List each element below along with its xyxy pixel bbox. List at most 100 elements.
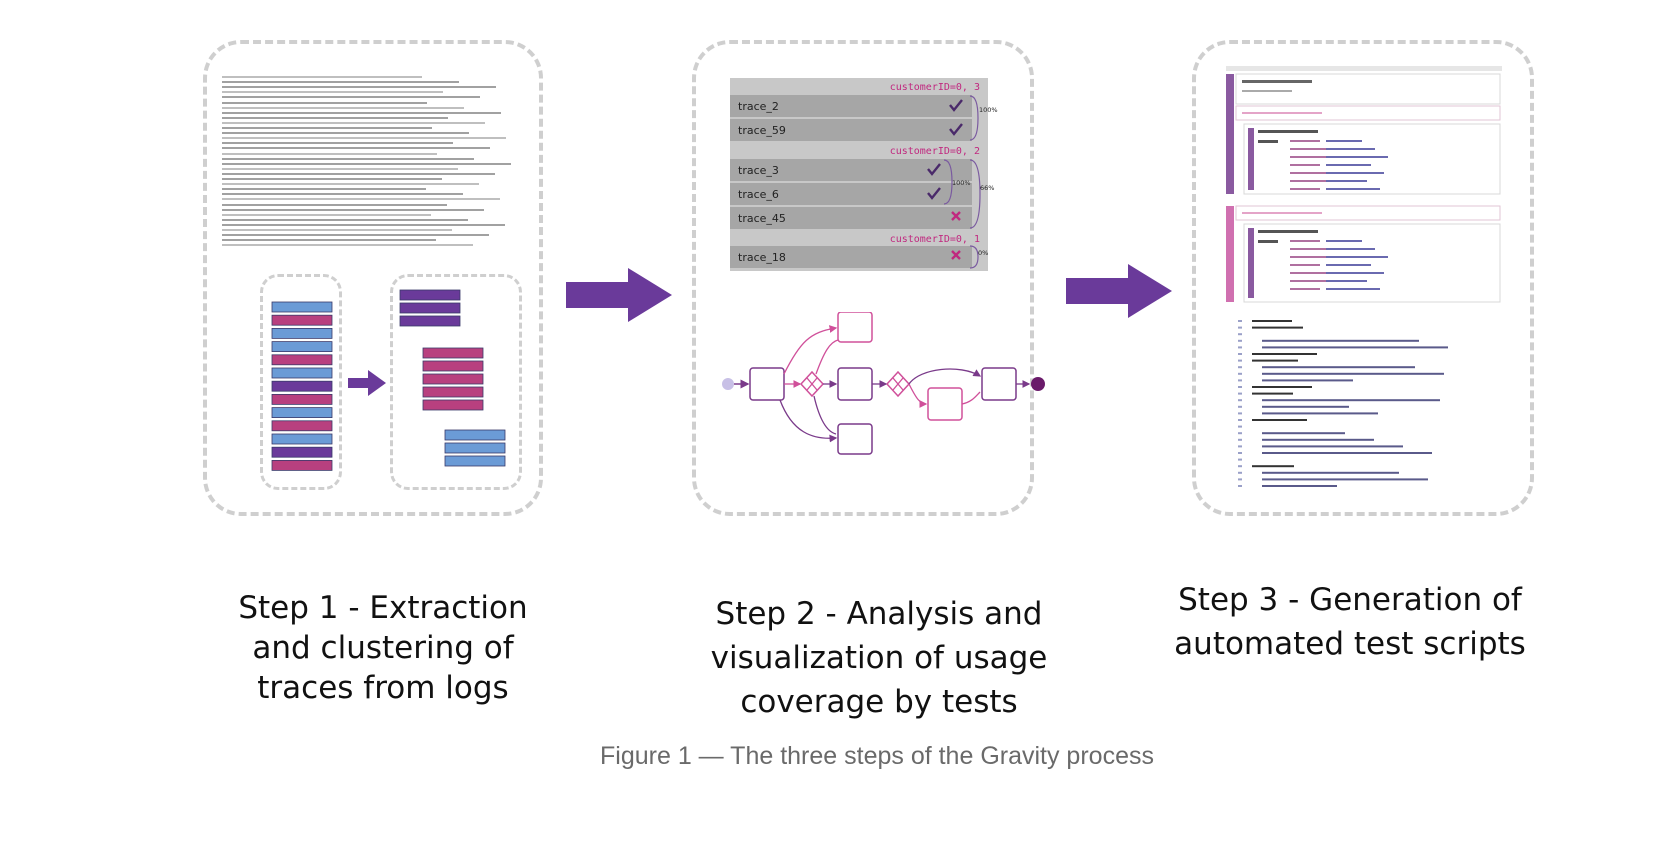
code-line: [1252, 320, 1292, 322]
overrides-label: [1258, 240, 1278, 243]
log-line: [222, 81, 459, 84]
log-line: [222, 121, 485, 124]
field-key: [1290, 172, 1326, 174]
log-line: [222, 157, 474, 160]
trace-bar: [444, 429, 506, 441]
trace-bar: [271, 420, 333, 432]
field-key: [1290, 156, 1332, 158]
code-line: [1262, 379, 1353, 382]
trace-bar: [399, 302, 461, 314]
line-number: [1238, 320, 1242, 322]
field-value: [1326, 164, 1371, 166]
unclustered-traces-box: [260, 274, 342, 490]
line-number: [1238, 445, 1242, 448]
step3-panel: [1192, 40, 1534, 516]
log-line: [222, 162, 511, 165]
coverage-table: customerID=0, 3 trace_2 trace_59 100% cu…: [730, 78, 998, 271]
code-line: [1262, 432, 1345, 435]
line-number: [1238, 333, 1242, 336]
trace-clusters-graphic: [271, 289, 506, 471]
line-number: [1238, 326, 1242, 329]
field-value: [1326, 272, 1384, 274]
log-text-block: [222, 76, 512, 252]
code-line: [1262, 339, 1419, 342]
line-number: [1238, 425, 1242, 428]
log-line: [222, 172, 495, 175]
check-icon: [927, 163, 941, 176]
trace-bar: [399, 289, 461, 301]
check-icon: [927, 187, 941, 200]
test-scenario-editor: [1226, 66, 1502, 303]
field-key: [1290, 272, 1326, 274]
log-line: [222, 152, 437, 155]
field-value: [1326, 180, 1367, 182]
field-value: [1326, 256, 1388, 258]
field-value: [1326, 288, 1380, 290]
code-line: [1252, 326, 1303, 329]
code-line: [1252, 359, 1298, 362]
log-line: [222, 142, 453, 145]
trace-bar: [271, 301, 333, 313]
flow-activity-node: [837, 312, 873, 343]
log-line: [222, 137, 506, 140]
trace-bar: [422, 360, 484, 372]
log-line: [222, 213, 431, 216]
code-line: [1262, 412, 1378, 415]
trace-bar: [271, 433, 333, 445]
trace-bar: [271, 446, 333, 458]
line-number: [1238, 478, 1242, 481]
log-line: [222, 101, 427, 104]
code-line: [1262, 485, 1337, 487]
trace-bar: [271, 354, 333, 366]
log-line: [222, 203, 447, 206]
trace-bar: [271, 328, 333, 339]
step2-label-line: visualization of usage: [710, 640, 1048, 676]
trace-label: trace_6: [738, 188, 779, 201]
field-value: [1326, 280, 1367, 282]
trace-bar: [271, 407, 333, 419]
log-line: [222, 76, 422, 78]
line-number: [1238, 471, 1242, 474]
field-key: [1290, 164, 1320, 166]
log-line: [222, 198, 500, 201]
trace-bar: [444, 442, 506, 454]
log-line: [222, 96, 480, 99]
line-number: [1238, 346, 1242, 349]
field-key: [1290, 288, 1320, 290]
line-number: [1238, 465, 1242, 468]
field-key: [1290, 248, 1326, 250]
field-key: [1290, 140, 1320, 142]
coverage-group-percent: 66%: [980, 184, 994, 192]
coverage-group-header: customerID=0, 3: [890, 82, 980, 93]
coverage-percent: 100%: [979, 106, 998, 114]
trace-label: trace_18: [738, 251, 786, 264]
field-key: [1290, 256, 1332, 258]
log-line: [222, 116, 448, 119]
log-line: [222, 234, 489, 237]
log-line: [222, 106, 464, 109]
flow-activity-node: [981, 367, 1017, 401]
code-line: [1252, 386, 1312, 388]
trace-bar: [444, 455, 506, 467]
coverage-percent: 100%: [952, 179, 971, 187]
trace-bar: [422, 399, 484, 411]
step1-label-line: Step 1 - Extraction: [238, 590, 528, 626]
code-line: [1262, 452, 1432, 454]
trace-label: trace_45: [738, 212, 786, 225]
field-value: [1326, 172, 1384, 174]
overrides-label: [1258, 140, 1278, 143]
check-icon: [949, 123, 963, 136]
line-number: [1238, 458, 1242, 461]
flow-activity-node: [927, 387, 963, 421]
step3-label-line: Step 3 - Generation of: [1178, 582, 1522, 618]
process-flow-graph: [722, 312, 1045, 455]
line-number: [1238, 438, 1242, 441]
field-key: [1290, 280, 1332, 282]
line-number: [1238, 379, 1242, 382]
code-line: [1262, 366, 1415, 369]
step1-panel: [203, 40, 543, 516]
field-key: [1290, 264, 1320, 266]
trace-bar: [422, 347, 484, 359]
coverage-group-header: customerID=0, 2: [890, 146, 980, 157]
field-value: [1326, 156, 1388, 158]
